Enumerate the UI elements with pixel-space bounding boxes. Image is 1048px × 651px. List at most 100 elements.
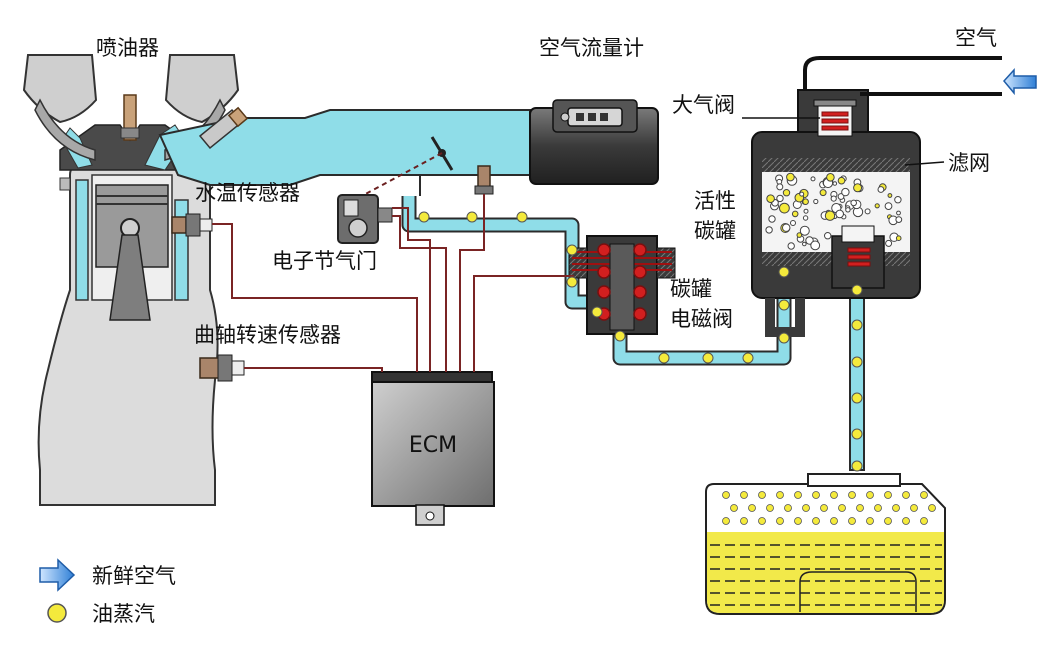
tank-vapor-dot (758, 517, 766, 525)
atmospheric-valve (797, 56, 1002, 137)
tank-vapor-dot (784, 504, 792, 512)
legend-fuel-vapor: 油蒸汽 (92, 602, 155, 626)
carbon-granule (766, 194, 775, 203)
tank-vapor-dot (884, 517, 892, 525)
vapor-dot (851, 319, 863, 331)
tank-vapor-dot (758, 491, 766, 499)
carbon-granule (765, 226, 773, 234)
carbon-granules (765, 172, 903, 251)
vapor-dot (566, 244, 578, 256)
label-atmospheric-valve: 大气阀 (672, 93, 735, 117)
throttle-link (359, 152, 443, 198)
tank-vapor-dot (730, 504, 738, 512)
carbon-granule (799, 225, 810, 236)
carbon-granule (841, 187, 850, 197)
tank-vapor-dot (748, 504, 756, 512)
vapor-dot (851, 428, 863, 440)
carbon-granule (894, 196, 902, 204)
tank-vapor-dot (874, 504, 882, 512)
carbon-granule (837, 176, 846, 185)
label-carbon-canister-2: 碳罐 (694, 219, 736, 243)
label-injector: 喷油器 (96, 36, 159, 60)
vapor-dot (516, 211, 528, 223)
legend: 新鲜空气 油蒸汽 (39, 558, 176, 626)
carbon-granule (895, 216, 903, 224)
carbon-granule (896, 210, 901, 216)
tank-vapor-dot (794, 491, 802, 499)
carbon-granule (824, 232, 832, 240)
carbon-granule (782, 223, 791, 232)
vapor-dot (778, 332, 790, 344)
tank-vapor-dot (722, 517, 730, 525)
carbon-granule (776, 183, 784, 191)
label-crankshaft-speed-sensor: 曲轴转速传感器 (194, 323, 341, 347)
ecm-unit: ECM (371, 371, 495, 526)
canister-solenoid-valve (568, 235, 676, 335)
carbon-granule (887, 193, 893, 198)
carbon-granule (826, 173, 835, 182)
fresh-air-legend-icon (39, 558, 76, 592)
intake-sensor (474, 165, 494, 195)
carbon-granule (824, 210, 836, 221)
tank-vapor-dot (766, 504, 774, 512)
carbon-granule (786, 172, 795, 182)
tank-vapor-dot (776, 491, 784, 499)
legend-fresh-air: 新鲜空气 (92, 564, 176, 588)
tank-vapor-dot (802, 504, 810, 512)
carbon-granule (790, 220, 796, 226)
fuel-vapor-dots (418, 211, 936, 525)
carbon-granule (776, 194, 784, 203)
tank-vapor-dot (848, 491, 856, 499)
tank-vapor-dot (892, 504, 900, 512)
carbon-granule (768, 215, 776, 223)
air-flow-meter (529, 99, 659, 185)
cam-cover-left (22, 54, 98, 124)
carbon-granule (884, 202, 893, 211)
carbon-granule (832, 181, 838, 186)
carbon-granule (782, 189, 791, 197)
vapor-dot (591, 306, 603, 318)
tank-vapor-dot (740, 491, 748, 499)
vapor-dot (658, 352, 670, 364)
label-filter: 滤网 (948, 151, 990, 175)
tank-vapor-dot (866, 517, 874, 525)
fresh-air-inlet-arrow (1003, 68, 1037, 96)
carbon-granule (803, 208, 809, 214)
carbon-granule (813, 198, 819, 205)
tank-vapor-dot (830, 491, 838, 499)
coolant-jacket-left (75, 179, 89, 301)
tank-vapor-dot (776, 517, 784, 525)
label-coolant-temp-sensor: 水温传感器 (195, 181, 300, 205)
ecm-wiring (212, 194, 574, 372)
crankshaft-speed-sensor (199, 354, 245, 382)
vapor-dot (778, 266, 790, 278)
tank-vapor-dot (812, 491, 820, 499)
vapor-dot (851, 392, 863, 404)
tank-vapor-dot (884, 491, 892, 499)
tank-vapor-dot (794, 517, 802, 525)
carbon-granule (874, 203, 880, 209)
tank-vapor-dot (740, 517, 748, 525)
label-air: 空气 (955, 26, 997, 50)
carbon-granule (850, 199, 858, 207)
carbon-granule (877, 186, 885, 193)
coolant-temp-sensor (171, 213, 213, 237)
electronic-throttle (337, 194, 393, 244)
carbon-granule (845, 207, 851, 213)
tank-vapor-dot (928, 504, 936, 512)
carbon-granule (835, 209, 845, 219)
vapor-dot (466, 211, 478, 223)
tank-vapor-dot (920, 517, 928, 525)
tank-vapor-dot (830, 517, 838, 525)
carbon-granule (864, 208, 871, 215)
tank-vapor-dot (848, 517, 856, 525)
carbon-granule (805, 236, 814, 245)
fuel-vapor-legend-icon (47, 603, 67, 623)
carbon-granule (895, 235, 902, 241)
carbon-granule (802, 215, 809, 221)
tank-vapor-dot (820, 504, 828, 512)
vapor-dot (778, 299, 790, 311)
vapor-dot (851, 460, 863, 472)
carbon-granule (810, 176, 816, 182)
